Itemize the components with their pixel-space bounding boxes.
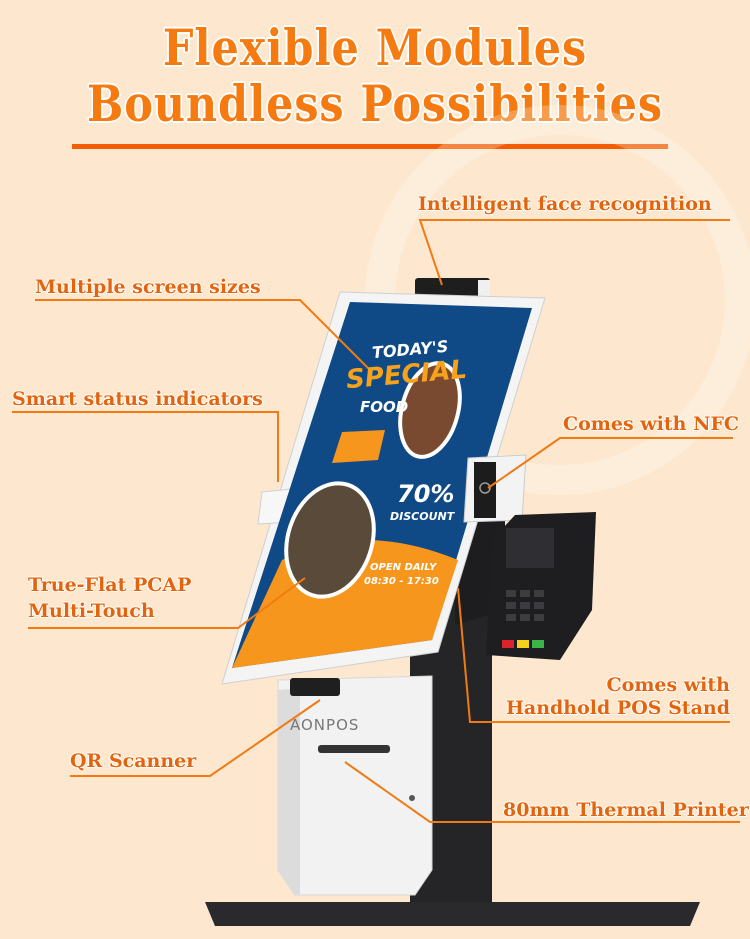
food-photo-1 bbox=[398, 361, 462, 459]
screen-hours: 08:30 - 17:30 bbox=[364, 576, 439, 587]
qr-scanner bbox=[290, 678, 340, 696]
feature-pos-line2: Handhold POS Stand bbox=[505, 697, 730, 719]
pos-screen bbox=[506, 528, 554, 568]
screen-open-label: OPEN DAILY bbox=[370, 562, 437, 573]
kiosk-cabinet bbox=[277, 675, 433, 896]
feature-screen-sizes: Multiple screen sizes bbox=[35, 276, 261, 298]
screen-headline-3: FOOD bbox=[360, 398, 409, 416]
page-title-line2: Boundless Possibilities bbox=[87, 74, 663, 133]
nfc-icon bbox=[479, 482, 491, 494]
feature-pcap-line1: True-Flat PCAP bbox=[28, 574, 192, 596]
food-photo-2 bbox=[284, 481, 376, 599]
feature-thermal-printer: 80mm Thermal Printer bbox=[503, 799, 749, 821]
brand-logo: AONPOS bbox=[290, 716, 360, 734]
screen-discount-label: DISCOUNT bbox=[390, 510, 455, 523]
leader-lines bbox=[12, 219, 740, 823]
page-title-line1: Flexible Modules bbox=[162, 18, 588, 77]
kiosk-base bbox=[205, 902, 700, 926]
feature-nfc: Comes with NFC bbox=[563, 413, 740, 435]
feature-status-indicators: Smart status indicators bbox=[12, 388, 263, 410]
feature-pos-line1: Comes with bbox=[606, 674, 730, 696]
screen-discount: 70% bbox=[397, 480, 455, 508]
printer-slot bbox=[318, 745, 390, 753]
feature-face-recognition: Intelligent face recognition bbox=[418, 193, 712, 215]
printer-button bbox=[409, 795, 415, 801]
feature-pcap-line2: Multi-Touch bbox=[28, 600, 155, 622]
title-divider bbox=[72, 144, 668, 149]
feature-qr-scanner: QR Scanner bbox=[70, 750, 197, 772]
